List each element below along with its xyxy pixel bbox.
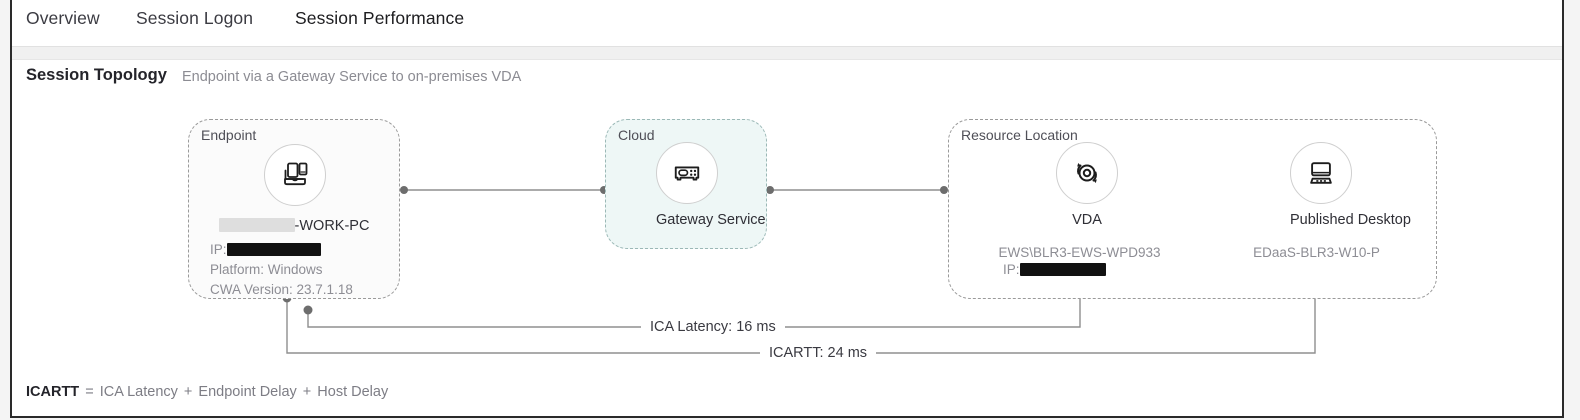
gateway-router-icon	[672, 158, 702, 188]
endpoint-ip-label: IP:	[210, 242, 227, 257]
endpoint-ip-redaction	[226, 243, 321, 256]
monitor-keyboard-icon	[1306, 158, 1336, 188]
link-dot	[766, 186, 774, 194]
node-published-desktop-circle	[1290, 142, 1352, 204]
tab-session-logon-label: Session Logon	[136, 8, 254, 28]
endpoint-hostname-redaction	[218, 218, 295, 232]
published-desktop-resource: EDaaS-BLR3-W10-P	[1253, 245, 1380, 260]
formula-part-endpoint-delay: Endpoint Delay	[198, 384, 297, 400]
formula-part-host-delay: Host Delay	[317, 384, 389, 400]
tab-session-logon[interactable]: Session Logon	[136, 8, 253, 44]
link-dot	[400, 186, 408, 194]
vda-ip-redaction	[1019, 263, 1106, 276]
page-title: Session Topology	[26, 66, 167, 84]
icartt-formula: ICARTT = ICA Latency + Endpoint Delay + …	[26, 384, 390, 400]
node-gateway-circle	[656, 142, 718, 204]
formula-plus-1: +	[183, 384, 193, 400]
page-subtitle: Endpoint via a Gateway Service to on-pre…	[182, 69, 522, 85]
ica-latency-label: ICA Latency: 16 ms	[641, 319, 785, 335]
node-endpoint[interactable]	[227, 144, 363, 206]
virtualization-refresh-icon	[1071, 157, 1103, 189]
node-endpoint-circle	[264, 144, 326, 206]
endpoint-hostname-suffix: -WORK-PC	[294, 218, 370, 234]
tab-session-performance[interactable]: Session Performance	[295, 8, 465, 50]
endpoint-hostname: -WORK-PC	[189, 218, 399, 234]
vda-ip-label: IP:	[1003, 262, 1020, 277]
group-endpoint-label: Endpoint	[201, 127, 257, 143]
group-endpoint: Endpoint -WOR	[188, 119, 400, 299]
formula-equals: =	[85, 384, 94, 400]
tab-overview-label: Overview	[26, 8, 100, 28]
endpoint-cwa-version: CWA Version: 23.7.1.18	[210, 282, 353, 297]
tab-session-performance-label: Session Performance	[295, 8, 465, 28]
formula-part-ica-latency: ICA Latency	[99, 384, 178, 400]
vda-machine-name: EWS\BLR3-EWS-WPD933	[998, 245, 1161, 260]
endpoint-platform: Platform: Windows	[210, 262, 323, 277]
content-panel: Overview Session Logon Session Performan…	[10, 0, 1564, 418]
gateway-service-name: Gateway Service	[656, 212, 766, 228]
published-desktop-name: Published Desktop	[1290, 212, 1411, 228]
tab-separator-band	[12, 46, 1562, 60]
icartt-label: ICARTT: 24 ms	[760, 345, 877, 361]
node-gateway-service[interactable]: Gateway Service	[656, 142, 766, 228]
link-dot	[940, 186, 948, 194]
node-vda-circle	[1056, 142, 1118, 204]
devices-dock-icon	[279, 159, 311, 191]
endpoint-ip-row: IP:	[210, 242, 321, 257]
formula-plus-2: +	[302, 384, 312, 400]
anchor-dot-endpoint-ica	[303, 305, 313, 315]
node-published-desktop[interactable]: Published Desktop	[1290, 142, 1411, 228]
tab-bar: Overview Session Logon Session Performan…	[12, 0, 1562, 50]
vda-name: VDA	[1072, 212, 1102, 228]
formula-term: ICARTT	[26, 384, 80, 400]
group-cloud: Cloud Gateway Service	[605, 119, 767, 249]
group-cloud-label: Cloud	[618, 127, 655, 143]
vda-ip-row: IP:	[1003, 262, 1106, 277]
node-vda[interactable]: VDA	[1056, 142, 1118, 228]
tab-overview[interactable]: Overview	[26, 8, 100, 44]
group-resource-label: Resource Location	[961, 127, 1078, 143]
